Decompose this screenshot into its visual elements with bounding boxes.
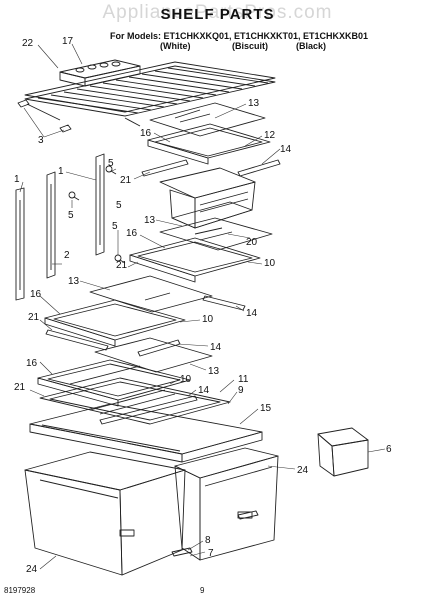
callout-21a: 21 — [120, 175, 132, 186]
shelf-trim-21c — [45, 329, 109, 351]
color-label-white: (White) — [160, 41, 191, 51]
callout-5b: 5 — [116, 200, 122, 211]
callout-7: 7 — [208, 548, 214, 559]
callout-17: 17 — [62, 36, 74, 47]
shelf-rail-outer-left — [15, 187, 25, 301]
crisper-frame-15 — [29, 403, 263, 463]
egg-tray — [59, 59, 141, 87]
callout-1b: 1 — [14, 174, 20, 185]
callout-14d: 14 — [198, 385, 210, 396]
callout-14c: 14 — [210, 342, 222, 353]
color-label-black: (Black) — [296, 41, 327, 51]
callout-6: 6 — [386, 444, 392, 455]
callout-16d: 16 — [26, 358, 38, 369]
callout-15: 15 — [260, 403, 272, 414]
callout-13a: 13 — [248, 98, 260, 109]
shelf-frame-16c — [44, 299, 186, 347]
callout-2: 2 — [64, 250, 70, 261]
callout-3: 3 — [38, 135, 44, 146]
screws-5 — [68, 165, 126, 264]
glass-shelf-13d — [94, 337, 213, 373]
callout-14a: 14 — [280, 144, 292, 155]
callout-1a: 1 — [58, 166, 64, 177]
leader-lines — [19, 43, 386, 570]
shelf-trim-14d — [99, 395, 198, 425]
callout-labels: 22 17 3 13 16 12 14 21 1 5 5 1 5 5 2 13 … — [14, 36, 392, 575]
callout-5a: 5 — [108, 158, 114, 169]
shelf-rail-inner-left — [46, 171, 56, 279]
crisper-drawer-right — [174, 447, 279, 561]
callout-21b: 21 — [116, 260, 128, 271]
callout-5d: 5 — [112, 221, 118, 232]
wire-shelf-top — [24, 61, 276, 127]
shelf-bracket-pair-3 — [17, 99, 72, 133]
callout-16c: 16 — [30, 289, 42, 300]
shelf-rail-rear — [95, 153, 105, 256]
shelf-frame-16b — [129, 237, 261, 283]
callout-10c: 10 — [180, 374, 192, 385]
callout-13c: 13 — [68, 276, 80, 287]
shelf-trim-14a — [237, 159, 281, 177]
deli-drawer — [159, 167, 256, 229]
page-title: SHELF PARTS — [160, 6, 275, 23]
page-number: 9 — [200, 586, 205, 595]
door-bin — [317, 427, 369, 477]
callout-8: 8 — [205, 535, 211, 546]
callout-14b: 14 — [246, 308, 258, 319]
callout-12: 12 — [264, 130, 276, 141]
callout-16b: 16 — [126, 228, 138, 239]
glass-shelf-13c — [89, 275, 213, 313]
crisper-cover-11 — [39, 377, 231, 425]
callout-9: 9 — [238, 385, 244, 396]
callout-13d: 13 — [208, 366, 220, 377]
callout-11: 11 — [238, 374, 249, 385]
shelf-frame-12 — [147, 123, 271, 165]
callout-24b: 24 — [26, 564, 38, 575]
shelf-frame-16d — [37, 359, 191, 407]
models-line: For Models: ET1CHKXKQ01, ET1CHKXKT01, ET… — [110, 31, 369, 41]
callout-24a: 24 — [297, 465, 309, 476]
watermark: AppliancePartsPros.com — [102, 2, 333, 23]
callout-21c: 21 — [28, 312, 40, 323]
shelf-trim-21a — [141, 159, 189, 177]
callout-10b: 10 — [202, 314, 214, 325]
drawer-slides-8-7 — [171, 510, 259, 557]
callout-22: 22 — [22, 38, 34, 49]
callout-13b: 13 — [144, 215, 156, 226]
callout-21d: 21 — [14, 382, 26, 393]
color-label-biscuit: (Biscuit) — [232, 41, 268, 51]
shelf-trim-14c — [137, 339, 181, 357]
glass-shelf-13b — [159, 217, 273, 251]
document-number: 8197928 — [4, 586, 36, 595]
callout-20: 20 — [246, 237, 258, 248]
callout-5c: 5 — [68, 210, 74, 221]
callout-10a: 10 — [264, 258, 276, 269]
crisper-drawer-left — [24, 451, 186, 576]
callout-16a: 16 — [140, 128, 152, 139]
